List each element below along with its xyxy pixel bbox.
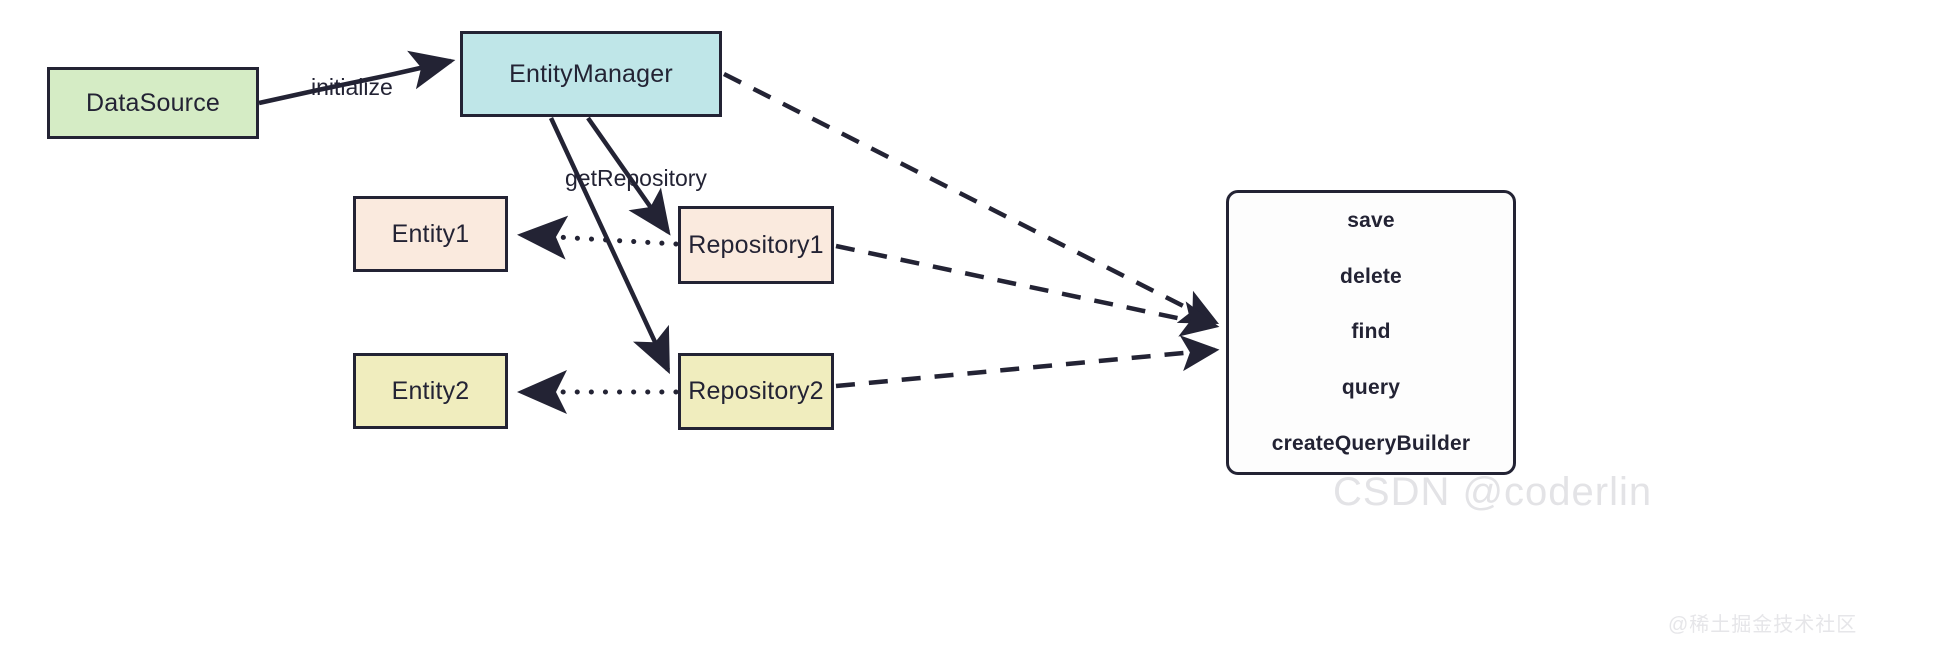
node-entity2[interactable]: Entity2 [353, 353, 508, 429]
edge-entitymanager-methods [722, 71, 1220, 325]
node-entity1[interactable]: Entity1 [353, 196, 508, 272]
method-item-create-query-builder: createQueryBuilder [1271, 432, 1471, 456]
node-entity1-label: Entity1 [391, 219, 470, 248]
edge-initialize [258, 50, 456, 106]
node-repository1-label: Repository1 [688, 230, 824, 259]
node-repository2-label: Repository2 [688, 377, 824, 405]
edge-get-repository-1 [586, 116, 671, 236]
watermark-secondary: @稀土掘金技术社区 [1668, 614, 1858, 636]
node-entity-manager[interactable]: EntityManager [460, 31, 722, 117]
method-item-find: find [1351, 320, 1391, 344]
node-datasource[interactable]: DataSource [47, 67, 259, 139]
edge-repository2-methods [835, 335, 1220, 389]
method-item-query: query [1341, 376, 1401, 400]
methods-list: save delete find query createQueryBuilde… [1229, 193, 1513, 472]
node-entity2-label: Entity2 [391, 376, 470, 405]
edge-repository1-entity1 [517, 215, 679, 260]
method-item-delete: delete [1340, 264, 1402, 288]
method-item-save: save [1347, 208, 1395, 232]
watermark-primary: CSDN @coderlin [1333, 470, 1653, 514]
node-methods-box[interactable]: save delete find query createQueryBuilde… [1226, 190, 1516, 475]
node-repository1[interactable]: Repository1 [678, 206, 834, 284]
edge-label-get-repository: getRepository [565, 165, 707, 191]
edge-repository1-methods [835, 243, 1220, 337]
node-datasource-label: DataSource [85, 88, 221, 117]
node-repository2[interactable]: Repository2 [678, 353, 834, 430]
node-entity-manager-label: EntityManager [509, 59, 673, 88]
edge-get-repository-2 [548, 117, 671, 375]
edge-label-initialize: initialize [311, 74, 393, 100]
